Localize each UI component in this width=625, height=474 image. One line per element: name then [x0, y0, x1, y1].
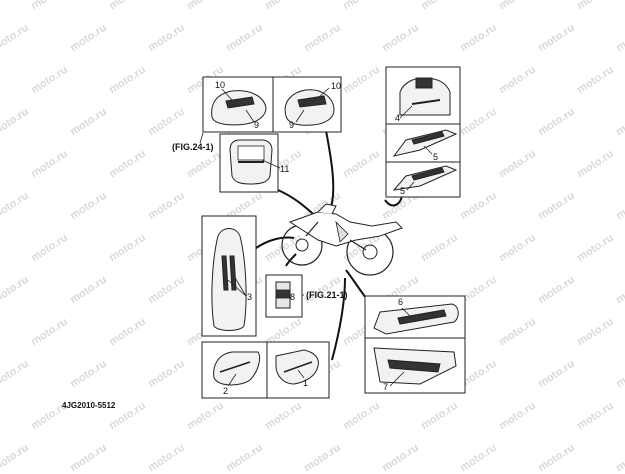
callout-9-left: 9	[254, 120, 259, 130]
callout-9-right: 9	[289, 120, 294, 130]
tail-decal-lower-stripe	[411, 167, 445, 181]
callout-6: 6	[398, 297, 403, 307]
box-tank-shroud-left: 10 9	[202, 76, 274, 133]
box-side-cover-graphics: 6 7	[364, 295, 466, 394]
callout-7: 7	[383, 382, 388, 392]
headlight-cowl-lens	[237, 145, 265, 161]
callout-5-lower: 5	[400, 186, 405, 196]
callout-3: 3	[247, 292, 252, 302]
callout-1: 1	[303, 378, 308, 388]
link-line-fender	[255, 236, 295, 249]
fig-24-1-reference: (FIG.24-1)	[172, 142, 214, 152]
diagram-code: 4JG2010-5512	[62, 401, 116, 410]
side-cover-graphic-lower-stripe	[387, 359, 441, 373]
front-fender-part	[211, 228, 247, 331]
box-side-cover-left: 2	[201, 341, 268, 399]
callout-10-left: 10	[215, 80, 225, 90]
side-cover-left-part	[213, 351, 261, 386]
tail-decal-upper-stripe	[411, 131, 445, 145]
box-front-fender: 3	[201, 215, 257, 337]
box-tail-decal-upper: 5	[385, 123, 461, 163]
fig-21-1-reference: (FIG.21-1)	[306, 290, 348, 300]
rear-shock-label	[275, 289, 291, 299]
callout-4: 4	[395, 113, 400, 123]
motorcycle-illustration	[281, 203, 403, 276]
callout-2: 2	[223, 386, 228, 396]
box-side-cover-right: 1	[266, 341, 330, 399]
link-line-shock	[285, 253, 297, 267]
callout-11: 11	[280, 164, 289, 174]
callout-8: 8	[290, 292, 295, 302]
box-tank-shroud-right: 10 9	[272, 76, 342, 133]
box-rear-cowl: 4	[385, 66, 461, 125]
box-headlight-cowl: 11	[219, 133, 289, 193]
tank-shroud-left-decal	[225, 96, 255, 109]
link-line-panels	[331, 277, 346, 361]
side-cover-graphic-upper-stripe	[397, 309, 447, 325]
front-fender-stripe-left	[221, 255, 229, 291]
tank-shroud-right-decal	[297, 95, 327, 108]
rear-cowl-notch	[415, 77, 433, 89]
front-fender-stripe-right	[229, 255, 237, 291]
box-rear-shock: 8	[265, 274, 303, 318]
callout-5-upper: 5	[433, 152, 438, 162]
callout-10-right: 10	[331, 81, 341, 91]
box-tail-decal-lower: 5	[385, 161, 461, 198]
link-line-tail	[384, 195, 403, 207]
link-line-sidecover	[345, 269, 367, 299]
